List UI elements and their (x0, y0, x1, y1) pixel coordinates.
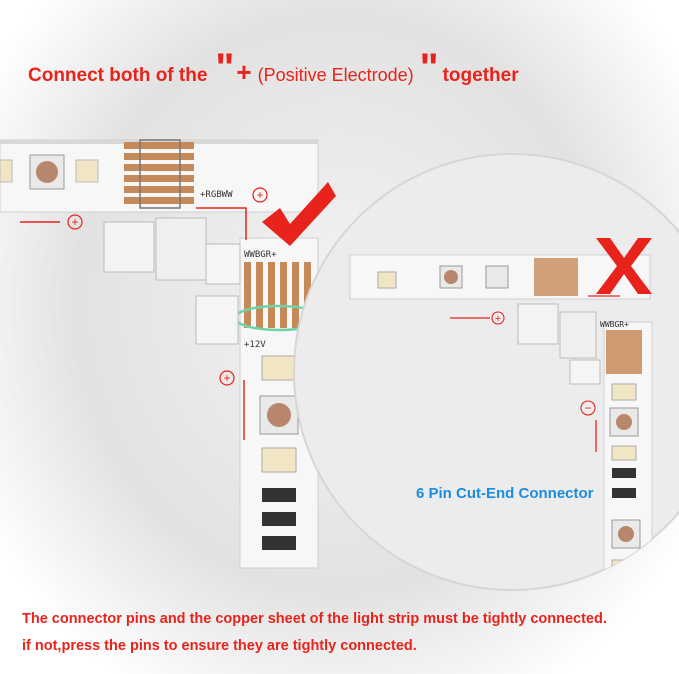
checkmark-icon (262, 182, 336, 246)
resistor-3 (262, 536, 296, 550)
left-plus-label-1: + (256, 188, 263, 202)
resistor-1 (262, 488, 296, 502)
headline-plus: + (236, 57, 252, 87)
left-positive-arrows (20, 207, 247, 440)
led-chip-v2 (259, 395, 299, 435)
left-plus-label-3: + (223, 371, 230, 385)
led-chip-v3 (261, 447, 297, 473)
copper-pads-top (124, 139, 194, 209)
connector-label: 6 Pin Cut-End Connector (416, 485, 594, 502)
led-chip-3 (0, 159, 13, 183)
magnified-detail-circle: + − (293, 153, 679, 591)
right-plus-label: + (495, 313, 501, 325)
pin-label-mid: WWBGR+ (244, 250, 277, 260)
headline-quote-close: " (419, 46, 439, 90)
headline-part3: together (442, 65, 519, 86)
right-minus-label: − (584, 401, 591, 415)
headline-paren: (Positive Electrode) (257, 65, 414, 85)
voltage-label: +12V (244, 340, 266, 350)
headline-quote-open: " (215, 46, 235, 90)
led-chip-1 (29, 154, 65, 190)
pin-label-top: +RGBWW (200, 190, 233, 200)
headline-part1: Connect both of the (28, 65, 208, 86)
x-mark-icon (596, 238, 652, 294)
resistor-2 (262, 512, 296, 526)
left-plus-circles (67, 187, 268, 386)
left-horizontal-strip (0, 139, 319, 213)
left-plus-label-2: + (71, 215, 78, 229)
led-chip-v1 (261, 355, 297, 381)
footer-line-2: if not,press the pins to ensure they are… (22, 638, 417, 654)
led-chip-2 (75, 159, 99, 183)
headline: Connect both of the " + (Positive Electr… (28, 48, 668, 98)
footer-line-1: The connector pins and the copper sheet … (22, 611, 607, 627)
left-connector-housing (103, 217, 241, 345)
pin-label-right: WWBGR+ (600, 320, 629, 329)
